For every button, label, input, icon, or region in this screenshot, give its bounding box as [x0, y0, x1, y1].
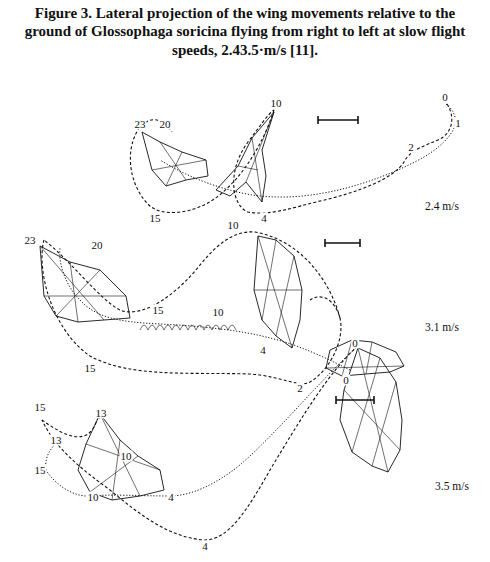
frame-number: 23 — [24, 235, 37, 246]
frame-number: 0 — [441, 92, 449, 103]
wing-bones — [40, 246, 126, 322]
scale-bar — [336, 399, 374, 401]
wing-bones — [254, 236, 302, 348]
frame-number: 1 — [454, 118, 462, 129]
frame-number: 23 — [134, 119, 147, 130]
frame-number: 15 — [149, 213, 162, 224]
body-trace — [140, 325, 236, 330]
frame-number: 0 — [342, 375, 350, 386]
wingtip-path — [42, 346, 358, 540]
frame-number: 15 — [34, 402, 47, 413]
wingtip-path — [42, 240, 341, 384]
wrist-path — [398, 104, 455, 170]
frame-number: 4 — [259, 345, 267, 356]
wing-outline — [254, 236, 302, 348]
frame-number: 13 — [95, 408, 108, 419]
speed-label: 3.5 m/s — [434, 481, 470, 493]
frame-number: 15 — [84, 363, 97, 374]
frame-number: 2 — [296, 383, 304, 394]
wing-outline — [40, 246, 130, 322]
scale-bar — [335, 396, 337, 404]
wing-outline — [216, 112, 274, 202]
frame-number: 4 — [201, 541, 209, 552]
panel-fast — [42, 346, 402, 540]
scale-bar — [359, 239, 361, 247]
frame-number: 15 — [152, 305, 165, 316]
wingtip-path — [44, 232, 340, 318]
wing-outline — [78, 414, 164, 500]
frame-number: 20 — [159, 119, 172, 130]
frame-number: 15 — [34, 465, 47, 476]
panel-slow — [130, 104, 455, 213]
scale-bar — [318, 119, 358, 121]
scale-bar — [317, 116, 319, 124]
frame-number: 13 — [50, 435, 63, 446]
figure-title: Figure 3. Lateral projection of the wing… — [14, 4, 476, 59]
scale-bar — [324, 239, 326, 247]
wrist-path — [46, 346, 358, 496]
frame-number: 4 — [167, 492, 175, 503]
frame-number: 20 — [91, 240, 104, 251]
wing-outline — [326, 340, 404, 376]
wing-outline — [142, 132, 208, 186]
wing-outline — [340, 348, 402, 472]
frame-number: 10 — [227, 220, 240, 231]
wingtip-path — [130, 110, 274, 213]
speed-label: 2.4 m/s — [424, 201, 460, 213]
frame-number: 0 — [351, 338, 359, 349]
wing-bones — [152, 142, 206, 186]
frame-number: 2 — [407, 142, 415, 153]
scale-bar — [325, 242, 360, 244]
wing-bones — [86, 414, 160, 500]
scale-bar — [357, 116, 359, 124]
scale-bar — [373, 396, 375, 404]
frame-number: 10 — [212, 307, 225, 318]
frame-number: 10 — [270, 98, 283, 109]
wing-bones — [238, 112, 274, 202]
frame-number: 10 — [87, 492, 100, 503]
frame-number: 10 — [120, 451, 133, 462]
wrist-path — [60, 248, 350, 370]
wing-bones — [344, 348, 400, 472]
frame-number: 4 — [260, 213, 268, 224]
speed-label: 3.1 m/s — [424, 322, 460, 334]
wing-bones — [326, 340, 404, 376]
panel-medium — [40, 232, 404, 384]
